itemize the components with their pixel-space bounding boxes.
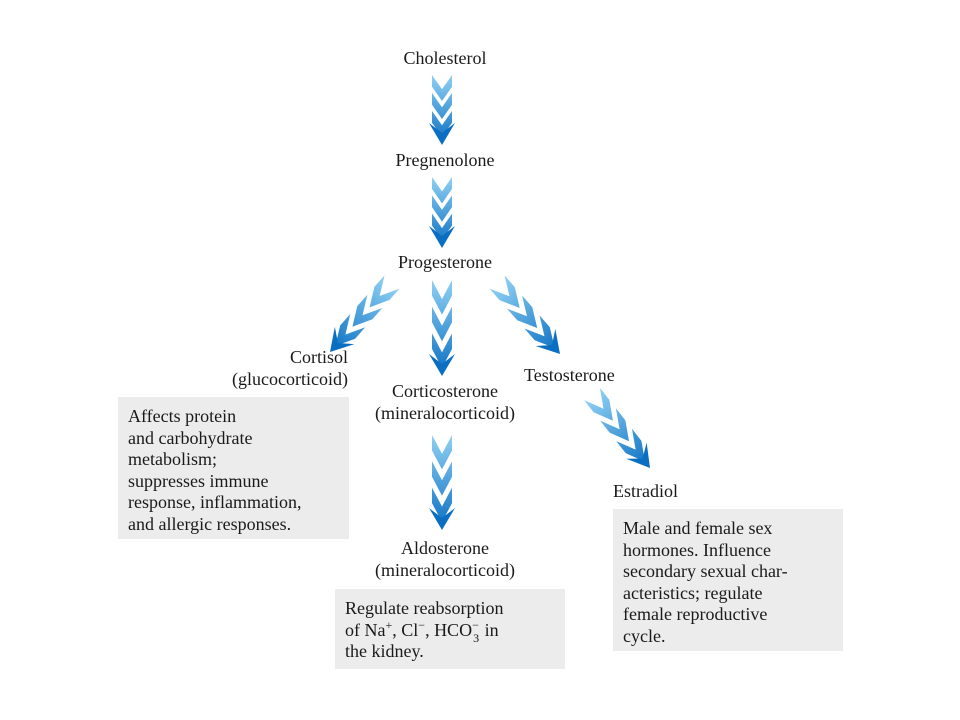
arrow-progesterone-to-cortisol bbox=[329, 275, 400, 353]
arrowhead bbox=[626, 442, 651, 469]
arrow-segment bbox=[432, 435, 452, 470]
arrow-segment bbox=[352, 294, 383, 327]
cortisol-function-line: and allergic responses. bbox=[128, 513, 292, 534]
arrow-pregnenolone-to-progesterone bbox=[429, 177, 455, 248]
arrow-progesterone-to-testosterone bbox=[489, 275, 560, 354]
arrow-segment bbox=[432, 280, 452, 315]
cortisol-label: Cortisol bbox=[289, 347, 348, 367]
aldosterone-label: Aldosterone bbox=[401, 538, 489, 558]
estradiol-function-box: Male and female sex hormones. Influence … bbox=[613, 509, 843, 651]
estradiol-label: Estradiol bbox=[613, 481, 678, 501]
node-corticosterone: Corticosterone (mineralocorticoid) bbox=[375, 380, 515, 424]
arrowhead bbox=[329, 326, 355, 353]
arrow-segment bbox=[432, 93, 452, 119]
estradiol-function-line: hormones. Influence bbox=[623, 539, 771, 560]
node-cholesterol: Cholesterol bbox=[404, 47, 487, 69]
cholesterol-label: Cholesterol bbox=[403, 48, 487, 68]
progesterone-label: Progesterone bbox=[398, 252, 492, 272]
na-text: of Na bbox=[345, 619, 386, 640]
estradiol-function-line: acteristics; regulate bbox=[623, 582, 763, 603]
node-progesterone: Progesterone bbox=[398, 251, 492, 273]
arrow-segment bbox=[432, 111, 452, 137]
cortisol-function-line: and carbohydrate bbox=[128, 427, 253, 448]
estradiol-function-line: female reproductive bbox=[623, 604, 768, 624]
aldosterone-function-box: Regulate reabsorption of Na+, Cl−, HCO−3… bbox=[335, 589, 565, 669]
arrow-segment bbox=[432, 177, 452, 204]
cortisol-function-box: Affects protein and carbohydrate metabol… bbox=[118, 397, 349, 539]
arrow-segment bbox=[432, 333, 452, 368]
cl-text: , Cl bbox=[392, 619, 419, 640]
aldosterone-function-line: the kidney. bbox=[345, 641, 424, 661]
cortisol-function-line: suppresses immune bbox=[128, 470, 269, 491]
corticosterone-label: Corticosterone bbox=[392, 381, 498, 401]
arrow-segment bbox=[432, 461, 452, 496]
estradiol-function-line: Male and female sex bbox=[623, 518, 773, 538]
arrow-segment bbox=[600, 408, 630, 442]
node-pregnenolone: Pregnenolone bbox=[396, 149, 495, 171]
aldosterone-function-line-ions: of Na+, Cl−, HCO−3 in bbox=[345, 617, 555, 645]
aldosterone-function-line: Regulate reabsorption bbox=[345, 598, 504, 618]
arrow-corticosterone-to-aldosterone bbox=[429, 435, 455, 530]
hco3-text: , HCO bbox=[425, 619, 473, 640]
aldosterone-class-label: (mineralocorticoid) bbox=[375, 560, 515, 580]
arrow-segment bbox=[524, 315, 555, 348]
arrow-segment bbox=[432, 195, 452, 222]
arrow-segment bbox=[432, 75, 452, 101]
node-cortisol: Cortisol (glucocorticoid) bbox=[232, 346, 348, 390]
hco3-script: −3 bbox=[472, 617, 480, 645]
cl-charge: − bbox=[418, 617, 426, 632]
node-aldosterone: Aldosterone (mineralocorticoid) bbox=[375, 537, 515, 581]
arrow-segment bbox=[432, 213, 452, 240]
arrow-segment bbox=[432, 487, 452, 522]
na-charge: + bbox=[385, 617, 393, 632]
arrow-segment bbox=[584, 387, 613, 421]
arrow-segment bbox=[335, 314, 366, 347]
arrowhead bbox=[429, 508, 455, 530]
arrowhead bbox=[429, 226, 455, 248]
node-estradiol: Estradiol bbox=[613, 480, 678, 502]
node-testosterone: Testosterone bbox=[524, 364, 615, 386]
arrowhead bbox=[429, 354, 455, 376]
arrow-cholesterol-to-pregnenolone bbox=[429, 75, 455, 145]
cortisol-class-label: (glucocorticoid) bbox=[232, 369, 348, 389]
arrow-segment bbox=[616, 428, 646, 462]
cortisol-function-line: Affects protein bbox=[128, 406, 237, 426]
testosterone-label: Testosterone bbox=[524, 365, 615, 385]
corticosterone-class-label: (mineralocorticoid) bbox=[375, 403, 515, 423]
estradiol-function-line: secondary sexual char- bbox=[623, 561, 788, 581]
estradiol-function-line: cycle. bbox=[623, 625, 666, 646]
arrow-segment bbox=[506, 295, 538, 328]
cortisol-function-line: metabolism; bbox=[128, 449, 217, 469]
arrow-segment bbox=[432, 306, 452, 342]
cortisol-function-line: response, inflammation, bbox=[128, 492, 302, 512]
pregnenolone-label: Pregnenolone bbox=[395, 150, 495, 170]
arrow-progesterone-to-corticosterone bbox=[429, 280, 455, 376]
arrow-segment bbox=[369, 275, 400, 308]
arrow-testosterone-to-estradiol bbox=[584, 387, 651, 469]
arrowhead bbox=[535, 328, 560, 354]
arrowhead bbox=[429, 123, 455, 145]
in-text: in bbox=[480, 619, 499, 640]
arrow-segment bbox=[489, 275, 520, 309]
